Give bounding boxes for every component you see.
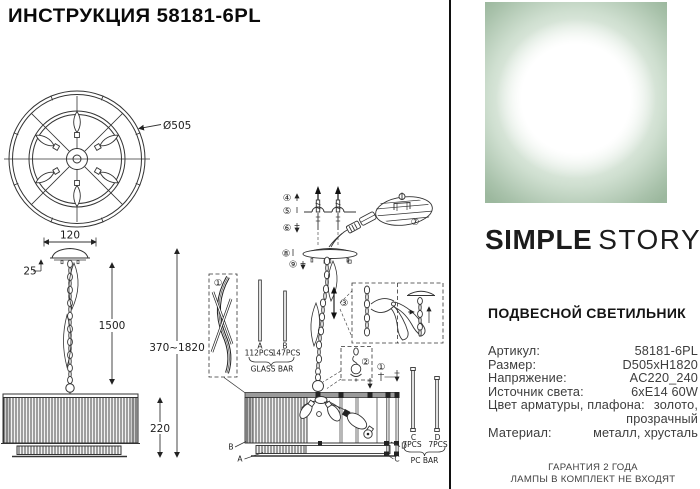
product-heading: ПОДВЕСНОЙ СВЕТИЛЬНИК xyxy=(488,305,687,321)
dim-diameter-label: Ø505 xyxy=(163,120,191,132)
warranty-note: ГАРАНТИЯ 2 ГОДА ЛАМПЫ В КОМПЛЕКТ НЕ ВХОД… xyxy=(488,462,698,487)
spec-label: Размер: xyxy=(488,357,537,372)
callout-1-glass: ① xyxy=(214,278,223,289)
drum-label-c: C xyxy=(394,455,399,464)
spec-label: Артикул: xyxy=(488,344,541,358)
dim-chain-length: 1500 xyxy=(99,320,126,332)
callout-2: ② xyxy=(361,357,370,368)
front-view-drawing xyxy=(1,237,203,458)
spec-row: прозрачный xyxy=(488,411,698,427)
callout-9: ⑨ xyxy=(289,260,298,271)
glass-bar-a-qty: 112PCS xyxy=(245,349,274,358)
callout-8: ⑧ xyxy=(282,249,291,260)
callout-6: ⑥ xyxy=(283,223,292,234)
spec-value: золото, xyxy=(653,398,698,413)
brand-logo-square xyxy=(485,2,667,203)
spec-label: Напряжение: xyxy=(488,371,567,386)
glass-bar-b-qty: 147PCS xyxy=(272,349,301,358)
spec-table: Артикул: 58181-6PL Размер: D505xH1820 Напр… xyxy=(488,344,698,441)
warranty-line: ГАРАНТИЯ 2 ГОДА xyxy=(548,462,638,473)
spec-value: 6xE14 60W xyxy=(631,384,698,399)
spec-label: Материал: xyxy=(488,425,552,440)
brand-name-bold: SIMPLE xyxy=(485,224,593,255)
callout-1-screw: ① xyxy=(377,362,386,373)
drum-label-a: A xyxy=(237,455,243,464)
spec-row: Размер: D505xH1820 xyxy=(488,357,698,373)
dim-canopy-height: 25 xyxy=(23,266,36,278)
spec-row: Цвет арматуры, плафона: золото, xyxy=(488,399,698,413)
page-title: ИНСТРУКЦИЯ 58181-6PL xyxy=(8,6,262,27)
pc-bar-c-label: C xyxy=(411,433,416,442)
assembly-diagram xyxy=(208,186,446,460)
glass-bar-title: GLASS BAR xyxy=(251,365,294,374)
top-view-drawing xyxy=(4,90,162,228)
spec-value: прозрачный xyxy=(626,411,698,426)
drum-label-d: D xyxy=(401,442,407,451)
divider-line xyxy=(449,0,451,489)
callout-7: ⑦ xyxy=(411,217,420,228)
spec-row: Напряжение: AC220_240 xyxy=(488,372,698,386)
pc-bar-title: PC BAR xyxy=(411,456,439,465)
spec-value: AC220_240 xyxy=(629,371,698,386)
spec-value: 58181-6PL xyxy=(634,344,698,358)
callout-4: ④ xyxy=(283,193,292,204)
pc-bar-c-qty: 7PCS xyxy=(402,440,422,449)
spec-label: Цвет арматуры, плафона: xyxy=(488,398,645,413)
spec-value: металл, хрусталь xyxy=(593,425,698,440)
lamps-note-line: ЛАМПЫ В КОМПЛЕКТ НЕ ВХОДЯТ xyxy=(510,474,676,486)
spec-value: D505xH1820 xyxy=(622,357,698,372)
pc-bar-d-qty: 7PCS xyxy=(428,440,448,449)
spec-label: Источник света: xyxy=(488,384,584,399)
dim-total-height: 370~1820 xyxy=(149,342,205,354)
dim-shade-height: 220 xyxy=(150,423,170,435)
callout-3: ③ xyxy=(340,298,349,309)
technical-drawing: Ø505 xyxy=(1,90,448,465)
glass-bar-a-label: A xyxy=(257,342,263,351)
brand-name-light: STORY xyxy=(598,224,700,255)
pc-bar-d-label: D xyxy=(435,433,441,442)
drum-label-b: B xyxy=(228,443,233,452)
spec-row: Источник света: 6xE14 60W xyxy=(488,384,698,400)
spec-row: Артикул: 58181-6PL xyxy=(488,344,698,359)
callout-5: ⑤ xyxy=(283,206,292,217)
spec-row: Материал: металл, хрусталь xyxy=(488,425,698,441)
glass-bar-b-label: B xyxy=(282,342,287,351)
dim-canopy-width: 120 xyxy=(60,230,80,242)
